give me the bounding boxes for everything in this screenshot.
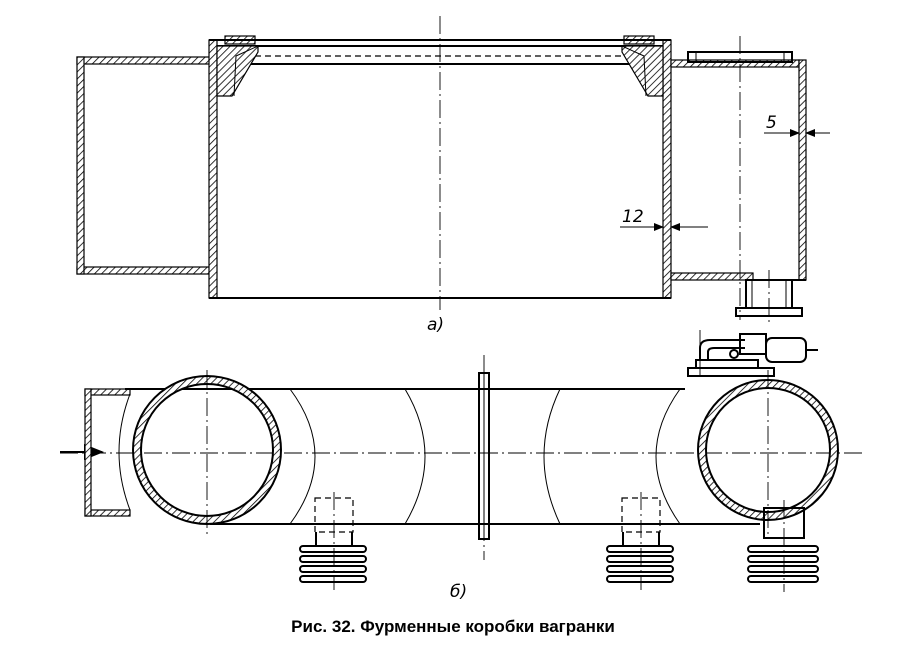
pipe-body (118, 388, 760, 525)
figure-caption: Рис. 32. Фурменные коробки вагранки (291, 617, 615, 636)
middle-flange (478, 355, 490, 560)
view-b: б) (60, 330, 862, 602)
inlet-stub (84, 388, 131, 517)
right-channel (670, 36, 807, 322)
bottom-outlet-right (747, 500, 819, 592)
view-a: 5 12 а) (76, 16, 830, 335)
left-tube (76, 56, 213, 275)
left-pipe-section (132, 370, 282, 535)
dimension-12: 12 (620, 207, 708, 231)
bottom-outlet-left (299, 492, 367, 590)
dimension-5: 5 (764, 113, 830, 137)
dim-5-label: 5 (766, 113, 777, 133)
view-a-label: а) (427, 315, 444, 335)
bottom-outlet-middle (606, 492, 674, 590)
right-pipe-section (697, 370, 839, 535)
dim-12-label: 12 (622, 207, 644, 227)
view-b-label: б) (450, 582, 467, 602)
main-box (208, 35, 672, 299)
valve-mechanism (687, 330, 818, 380)
